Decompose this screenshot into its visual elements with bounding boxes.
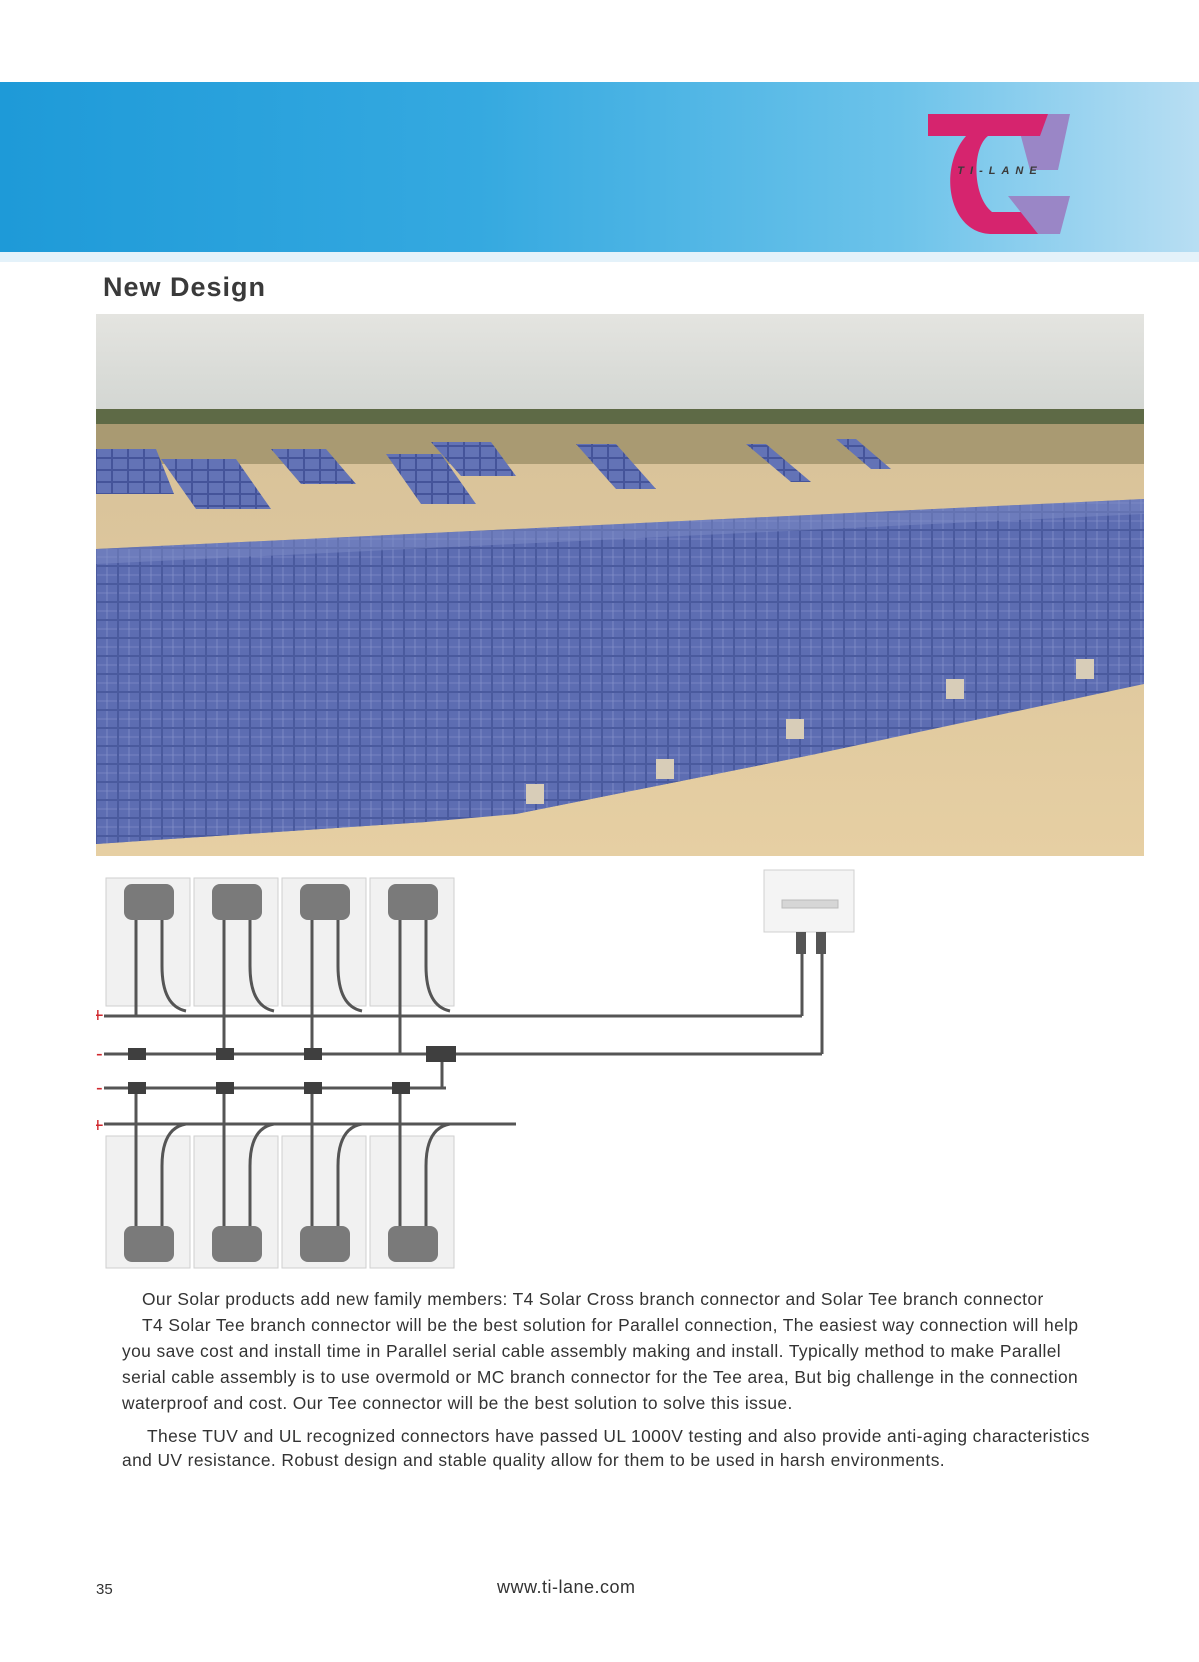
- negative-marker-bottom: -: [96, 1077, 103, 1099]
- polarity-markers: + - - +: [96, 1005, 104, 1137]
- page-title: New Design: [103, 272, 267, 302]
- negative-marker-top: -: [96, 1043, 103, 1065]
- website-url[interactable]: www.ti-lane.com: [497, 1577, 636, 1597]
- logo-magenta-shape: [928, 114, 1048, 234]
- solar-farm-photo: [96, 314, 1144, 856]
- page-number: 35: [96, 1581, 113, 1598]
- positive-marker-bottom: +: [96, 1115, 104, 1137]
- header-underline: [0, 252, 1199, 262]
- ti-lane-logo: TI-LANE: [928, 114, 1070, 234]
- positive-marker-top: +: [96, 1005, 104, 1027]
- paragraph-new-members: Our Solar products add new family member…: [142, 1289, 1044, 1309]
- paragraph-certification: These TUV and UL recognized connectors h…: [122, 1426, 1090, 1470]
- tee-connectors: [128, 1046, 456, 1094]
- panel-cables: [134, 920, 451, 1226]
- junction-boxes: [124, 884, 438, 1262]
- description-text: Our Solar products add new family member…: [122, 1286, 1102, 1472]
- logo-brand-text: TI-LANE: [957, 165, 1042, 177]
- parallel-connection-diagram: + - - +: [96, 869, 855, 1269]
- logo-purple-lower: [1008, 196, 1070, 234]
- inverter: [763, 869, 855, 954]
- paragraph-tee-connector: T4 Solar Tee branch connector will be th…: [122, 1315, 1079, 1413]
